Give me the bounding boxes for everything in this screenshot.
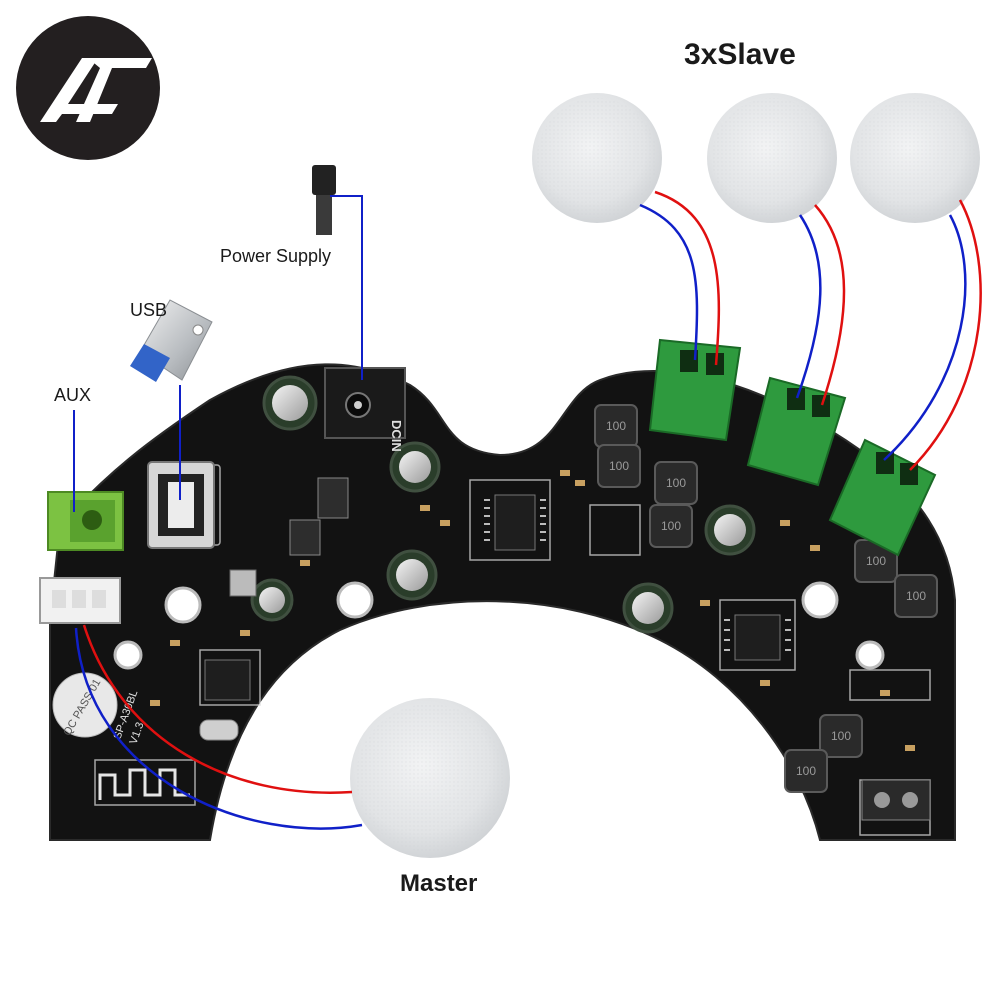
slave-speaker bbox=[850, 93, 980, 223]
power-supply-label: Power Supply bbox=[220, 246, 332, 266]
inductor-marking: 100 bbox=[661, 519, 681, 533]
dc-jack bbox=[324, 367, 406, 439]
master-speaker bbox=[350, 698, 510, 858]
inductor-marking: 100 bbox=[609, 459, 629, 473]
usb-socket bbox=[147, 461, 215, 549]
inductor-marking: 100 bbox=[866, 554, 886, 568]
inductor-marking: 100 bbox=[606, 419, 626, 433]
inductor-marking: 100 bbox=[666, 476, 686, 490]
inductor-marking: 100 bbox=[831, 729, 851, 743]
usb-flash-drive bbox=[130, 299, 213, 382]
inductor-marking: 100 bbox=[906, 589, 926, 603]
slave-terminal-block bbox=[828, 438, 937, 557]
master-wires bbox=[74, 624, 363, 830]
master-label: Master bbox=[400, 870, 478, 897]
slave-speaker bbox=[707, 93, 837, 223]
slave-terminal-block bbox=[746, 376, 847, 487]
power-plug bbox=[312, 165, 336, 235]
power-leader-line bbox=[330, 195, 363, 380]
speaker-connector bbox=[39, 577, 121, 624]
dcin-silkscreen: DCIN bbox=[389, 420, 404, 452]
slaves-label: 3xSlave bbox=[684, 38, 796, 71]
slave-terminal-block bbox=[648, 338, 742, 442]
amplifier-pcb: 100 100 100 100 100 100 100 100 bbox=[39, 338, 956, 841]
inductor-marking: 100 bbox=[796, 764, 816, 778]
slave-wires bbox=[639, 190, 982, 471]
usb-label: USB bbox=[130, 300, 168, 320]
aux-label: AUX bbox=[54, 385, 92, 405]
slave-speaker bbox=[532, 93, 662, 223]
aux-jack bbox=[47, 491, 124, 551]
brand-logo bbox=[16, 16, 160, 160]
